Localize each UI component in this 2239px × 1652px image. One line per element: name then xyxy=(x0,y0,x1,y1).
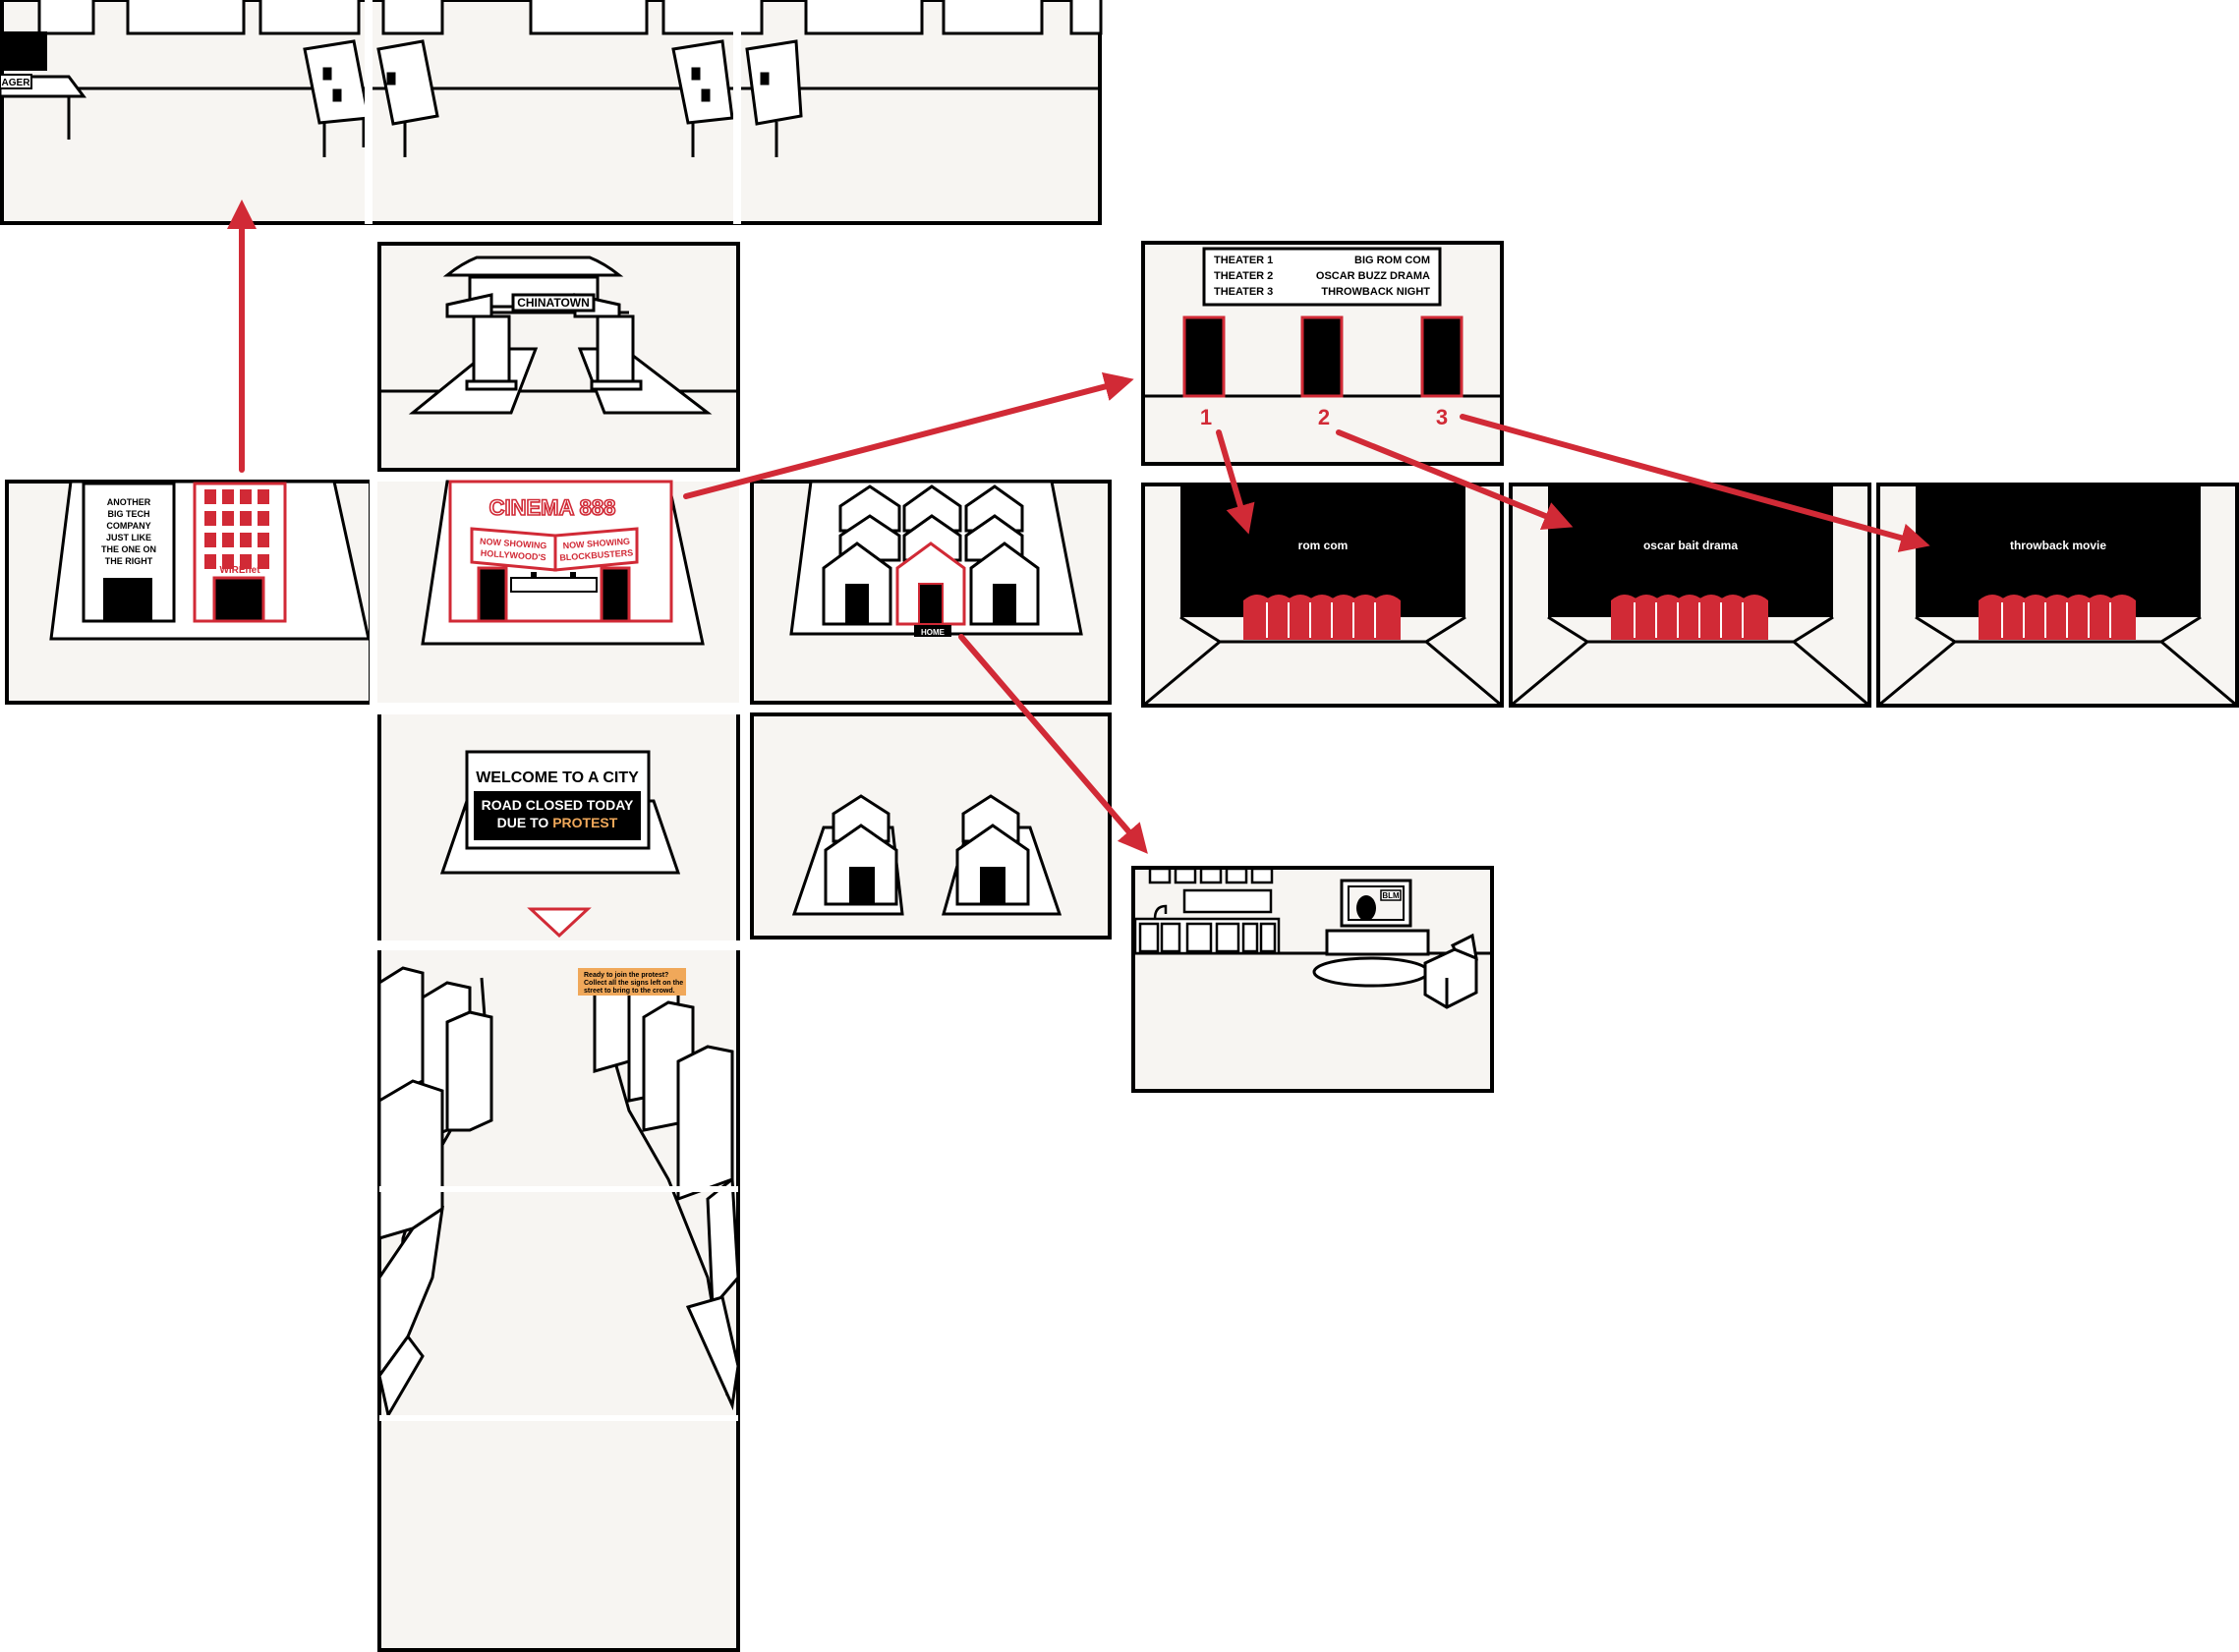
theater-screen-panel-3[interactable]: throwback movie xyxy=(1878,484,2237,706)
theater-row-film: BIG ROM COM xyxy=(1354,255,1430,266)
theater-row-name: THEATER 1 xyxy=(1214,255,1273,266)
tv-stand xyxy=(1327,931,1428,954)
road-closed-line: ROAD CLOSED TODAY xyxy=(482,797,634,813)
theater-row-name: THEATER 3 xyxy=(1214,286,1273,298)
protest-note-line: Ready to join the protest? xyxy=(584,972,668,979)
theater-row-name: THEATER 2 xyxy=(1214,270,1273,282)
protest-note-line: street to bring to the crowd. xyxy=(584,988,675,995)
theater-screen-panel-1[interactable]: rom com xyxy=(1143,484,1502,706)
cinema-panel[interactable]: CINEMA 888 NOW SHOWING HOLLYWOOD'S NOW S… xyxy=(375,482,739,703)
theater-door-1[interactable] xyxy=(1184,317,1224,396)
tv-label: BLM xyxy=(1382,891,1400,900)
street-panel[interactable]: Ready to join the protest? Collect all t… xyxy=(379,950,738,1652)
welcome-sign[interactable]: WELCOME TO A CITY ROAD CLOSED TODAY DUE … xyxy=(467,752,649,848)
screen-title: rom com xyxy=(1298,539,1349,552)
theater-screen-panel-2[interactable]: oscar bait drama xyxy=(1511,484,1869,706)
home-label: HOME xyxy=(921,628,946,637)
tech-company-panel[interactable]: ANOTHER BIG TECH COMPANY JUST LIKE THE O… xyxy=(7,482,371,703)
protest-line: DUE TO PROTEST xyxy=(497,815,618,830)
wirenet-building[interactable]: WIREnet xyxy=(195,484,285,621)
screen-title: oscar bait drama xyxy=(1643,539,1738,552)
home-interior-panel[interactable]: BLM xyxy=(1133,868,1492,1091)
door-number-3: 3 xyxy=(1436,405,1448,429)
tech-sign-line: ANOTHER xyxy=(107,497,151,507)
neighborhood-panel[interactable]: HOME xyxy=(752,482,1110,703)
cinema-lobby-panel[interactable]: THEATER 1 BIG ROM COM THEATER 2 OSCAR BU… xyxy=(1143,243,1502,464)
door-number-1: 1 xyxy=(1200,405,1212,429)
rug xyxy=(1314,958,1428,986)
desk-label: AGER xyxy=(2,78,31,88)
tech-sign-line: COMPANY xyxy=(106,521,150,531)
door-number-2: 2 xyxy=(1318,405,1330,429)
television[interactable]: BLM xyxy=(1342,881,1410,926)
tech-sign-line: THE ONE ON xyxy=(101,544,156,554)
cinema-building[interactable]: CINEMA 888 NOW SHOWING HOLLYWOOD'S NOW S… xyxy=(450,482,671,621)
protest-note-line: Collect all the signs left on the xyxy=(584,980,683,987)
chinatown-panel[interactable]: CHINATOWN xyxy=(379,244,738,470)
arrow-to-lobby xyxy=(686,381,1125,496)
cinema-banner-left: NOW SHOWING HOLLYWOOD'S xyxy=(472,529,555,570)
office-panel[interactable]: AGER xyxy=(0,0,1101,224)
wirenet-label: WIREnet xyxy=(219,565,260,576)
welcome-title: WELCOME TO A CITY xyxy=(476,769,639,786)
theater-door-3[interactable] xyxy=(1422,317,1462,396)
welcome-panel[interactable]: WELCOME TO A CITY ROAD CLOSED TODAY DUE … xyxy=(379,714,738,940)
home-signpost[interactable]: HOME xyxy=(914,625,951,637)
tech-sign-line: BIG TECH xyxy=(107,509,149,519)
theater-row-film: OSCAR BUZZ DRAMA xyxy=(1316,270,1430,282)
gate-sign: CHINATOWN xyxy=(517,296,590,310)
protest-prefix: DUE TO xyxy=(497,815,553,830)
screen-title: throwback movie xyxy=(2010,539,2106,552)
tech-sign-line: JUST LIKE xyxy=(106,533,151,542)
cinema-banner-right: NOW SHOWING BLOCKBUSTERS xyxy=(555,529,637,570)
tech-sign-line: THE RIGHT xyxy=(105,556,153,566)
theater-door-2[interactable] xyxy=(1302,317,1342,396)
tech-building-gray[interactable]: ANOTHER BIG TECH COMPANY JUST LIKE THE O… xyxy=(84,484,174,621)
protest-highlight: PROTEST xyxy=(552,815,618,830)
protest-note[interactable]: Ready to join the protest? Collect all t… xyxy=(578,968,686,996)
showtimes-board[interactable]: THEATER 1 BIG ROM COM THEATER 2 OSCAR BU… xyxy=(1204,249,1440,305)
cinema-title: CINEMA 888 xyxy=(489,495,616,520)
theater-row-film: THROWBACK NIGHT xyxy=(1321,286,1430,298)
